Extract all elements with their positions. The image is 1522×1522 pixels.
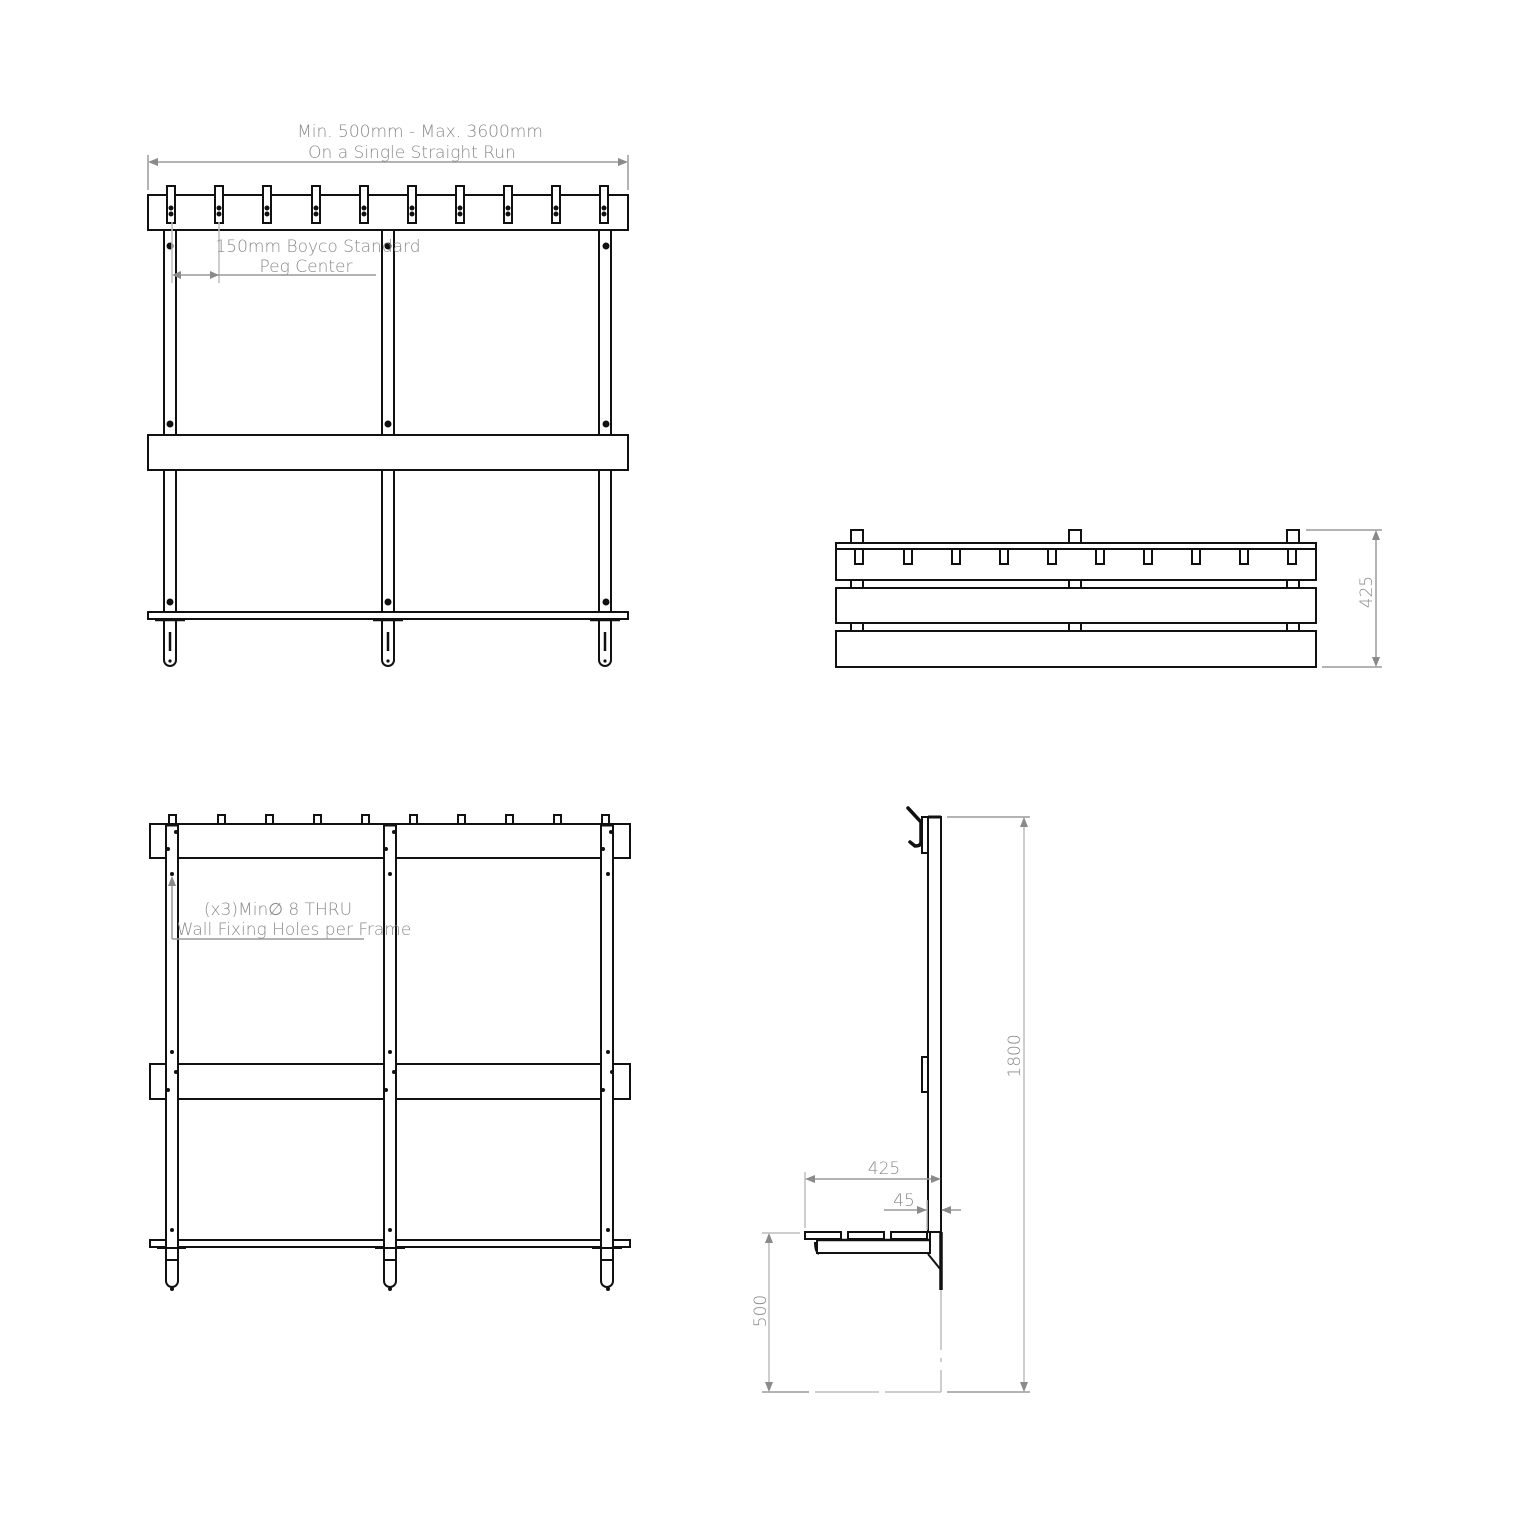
- peg-label-line2: Peg Center: [260, 257, 353, 277]
- frame-middle: [383, 823, 397, 1288]
- holes-leader: (x3)Min∅ 8 THRU Wall Fixing Holes per Fr…: [168, 876, 411, 940]
- post-right-lower: [598, 469, 612, 613]
- front-view: Min. 500mm - Max. 3600mm On a Single Str…: [147, 122, 629, 667]
- wall-fixing-holes: [166, 830, 614, 1291]
- frame-right: [600, 823, 614, 1288]
- seat-depth-label: 425: [868, 1159, 900, 1179]
- coat-rail-side: [921, 816, 929, 854]
- overall-width-dimension: Min. 500mm - Max. 3600mm On a Single Str…: [147, 122, 629, 190]
- peg-center-dimension: 150mm Boyco Standard Peg Center: [171, 222, 421, 283]
- post-right-upper: [598, 229, 612, 436]
- back-rail-top: [835, 587, 1317, 624]
- holes-label-line1: (x3)Min∅ 8 THRU: [204, 900, 352, 920]
- post-left-lower: [163, 469, 177, 613]
- overall-height-label: 1800: [1005, 1034, 1025, 1077]
- post-middle-upper: [381, 229, 395, 436]
- frame-offset-dimension: 45: [884, 1191, 961, 1230]
- holes-label-line2: Wall Fixing Holes per Frame: [177, 920, 412, 940]
- depth-label: 425: [1357, 576, 1377, 608]
- overall-height-dimension: 1800: [947, 816, 1030, 1393]
- post-left-upper: [163, 229, 177, 436]
- upright-frame: [927, 816, 942, 1233]
- depth-dimension: 425: [1306, 529, 1382, 668]
- rear-view: (x3)Min∅ 8 THRU Wall Fixing Holes per Fr…: [149, 814, 631, 1291]
- width-label-line1: Min. 500mm - Max. 3600mm: [297, 122, 543, 142]
- back-rail-side: [921, 1056, 929, 1093]
- seat-height-dimension: 500: [751, 1232, 942, 1393]
- seat-depth-dimension: 425: [804, 1159, 941, 1228]
- coat-rail: [147, 194, 629, 231]
- seat: [147, 611, 629, 620]
- seat-top: [835, 630, 1317, 668]
- coat-pegs: [166, 185, 609, 224]
- top-view: 425: [835, 529, 1382, 668]
- seat-slat: [890, 1231, 928, 1240]
- width-label-line2: On a Single Straight Run: [308, 143, 516, 163]
- coat-pegs-top: [854, 548, 1297, 565]
- fixing-bolts: [166, 242, 610, 606]
- back-rail: [147, 434, 629, 471]
- side-view: 425 45 500: [751, 806, 1030, 1393]
- seat-slat: [847, 1231, 885, 1240]
- post-middle-lower: [381, 469, 395, 613]
- coat-pegs-rear: [168, 814, 610, 825]
- peg-label-line1: 150mm Boyco Standard: [215, 237, 420, 257]
- seat-slat: [804, 1231, 842, 1240]
- coat-hook: [906, 806, 923, 848]
- frame-offset-label: 45: [893, 1191, 915, 1211]
- seat-height-label: 500: [751, 1295, 771, 1327]
- feet: [155, 618, 620, 667]
